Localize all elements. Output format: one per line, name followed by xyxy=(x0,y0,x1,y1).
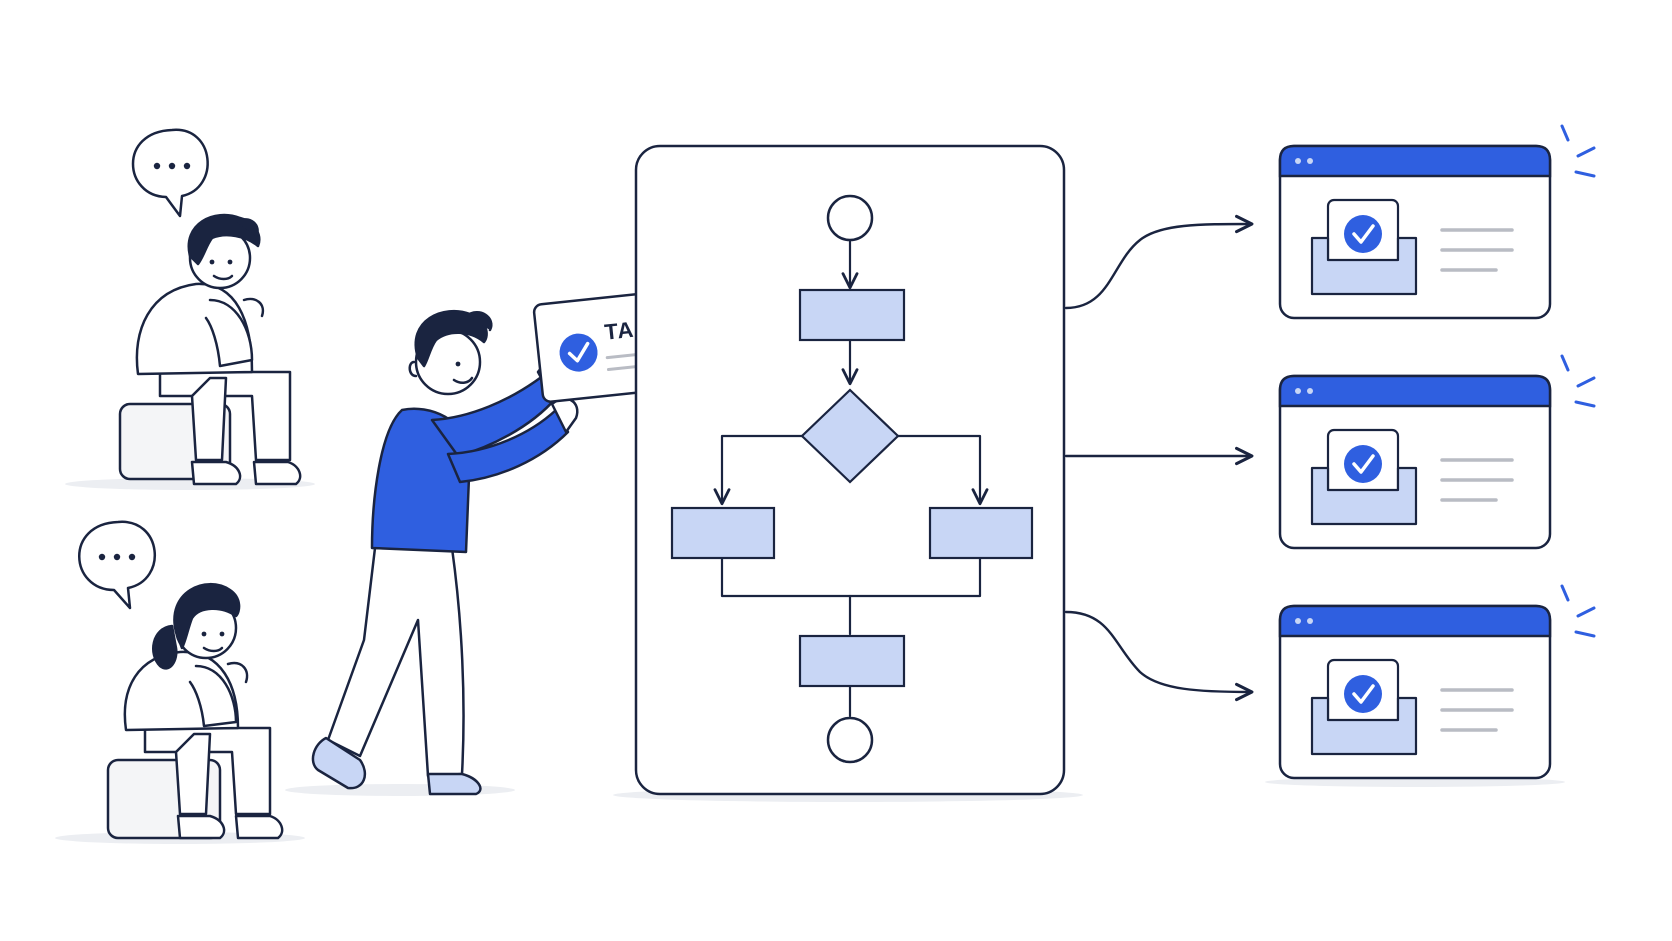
flow-step-final xyxy=(798,634,906,688)
check-circle-icon xyxy=(1344,215,1382,253)
flow-branch-left xyxy=(670,506,776,560)
waiting-person-bottom xyxy=(78,520,284,840)
presenter-person xyxy=(311,309,579,796)
inbox-tray-icon xyxy=(1310,428,1418,526)
sparkle-lines-icon xyxy=(1560,354,1596,408)
result-window-middle xyxy=(1278,374,1552,550)
check-circle-icon xyxy=(1344,445,1382,483)
connector-decision-left xyxy=(713,434,808,506)
result-window-top xyxy=(1278,144,1552,320)
flow-end-node xyxy=(826,716,874,764)
connector-decision-right xyxy=(894,434,989,506)
sparkle-lines-icon xyxy=(1560,584,1596,638)
flowchart-panel xyxy=(634,144,1066,796)
sparkle-lines-icon xyxy=(1560,124,1596,178)
flow-start-node xyxy=(826,194,874,242)
check-circle-icon xyxy=(1344,675,1382,713)
speech-bubble-ellipsis-icon xyxy=(131,128,209,218)
output-arrow-top xyxy=(1064,214,1254,310)
waiting-person-top xyxy=(118,128,302,486)
flow-decision xyxy=(800,388,900,484)
flow-branch-right xyxy=(928,506,1034,560)
result-window-bottom xyxy=(1278,604,1552,780)
flow-step-1 xyxy=(798,288,906,342)
speech-bubble-ellipsis-icon xyxy=(78,520,157,610)
output-arrow-bottom xyxy=(1064,610,1254,702)
check-circle-icon xyxy=(559,333,598,372)
